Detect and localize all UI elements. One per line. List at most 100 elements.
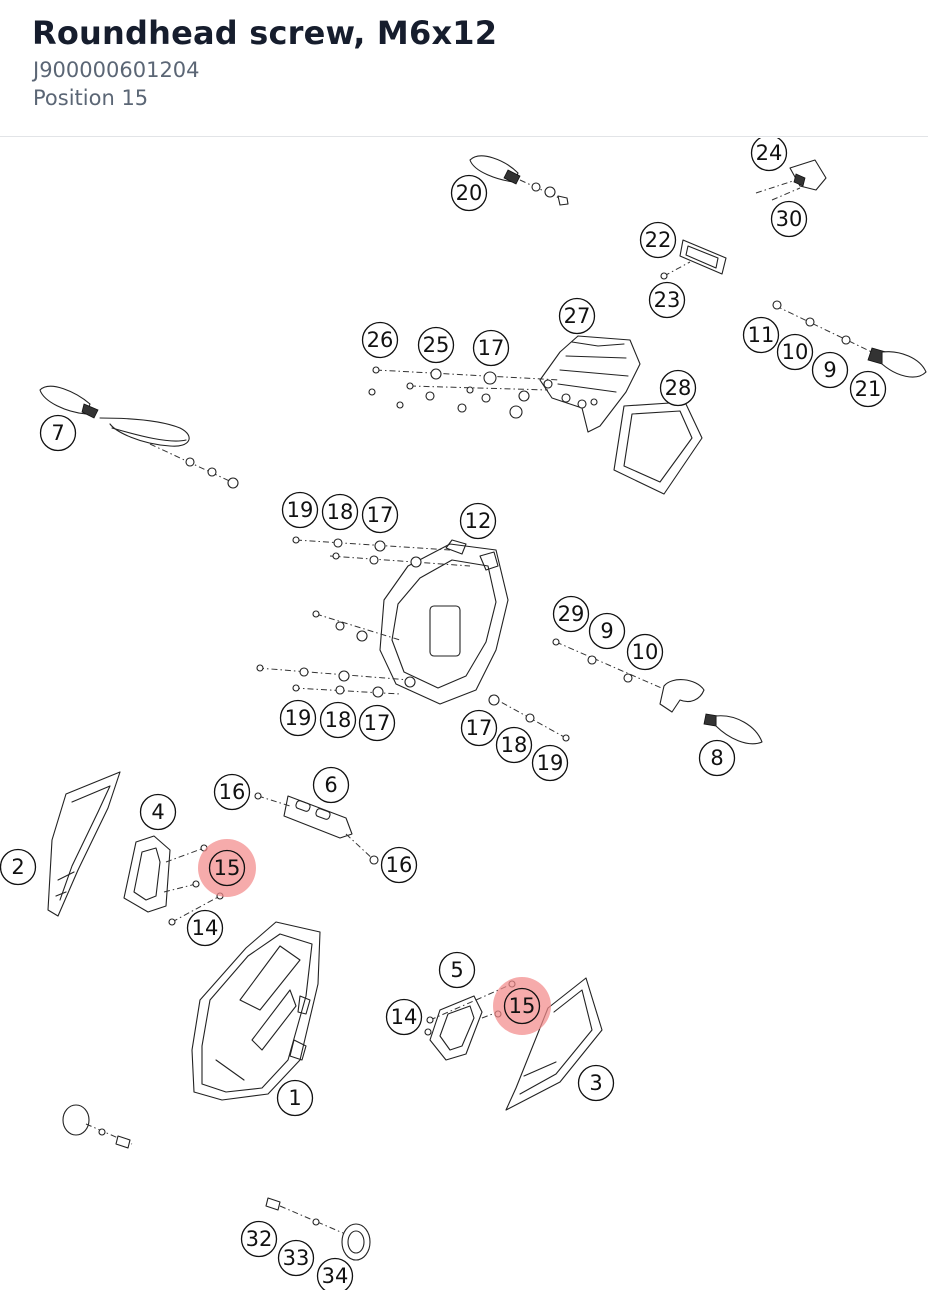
callout-15[interactable]: 15 xyxy=(503,987,541,1025)
svg-text:18: 18 xyxy=(327,500,354,524)
callout-23[interactable]: 23 xyxy=(648,281,686,319)
svg-text:14: 14 xyxy=(391,1005,418,1029)
callout-28[interactable]: 28 xyxy=(659,369,697,407)
callout-33[interactable]: 33 xyxy=(277,1239,315,1277)
svg-text:19: 19 xyxy=(287,498,314,522)
svg-text:26: 26 xyxy=(367,328,394,352)
part-1-headlight-drawing xyxy=(191,921,321,1101)
part-20-indicator-drawing xyxy=(469,155,569,206)
part-number: J900000601204 xyxy=(33,58,200,82)
part-2-left-panel-drawing xyxy=(47,771,121,917)
svg-text:17: 17 xyxy=(478,336,505,360)
callout-27[interactable]: 27 xyxy=(558,297,596,335)
callout-5[interactable]: 5 xyxy=(438,951,476,989)
svg-text:17: 17 xyxy=(367,503,394,527)
svg-text:12: 12 xyxy=(465,509,492,533)
svg-text:24: 24 xyxy=(756,141,783,165)
svg-text:23: 23 xyxy=(654,288,681,312)
callout-18[interactable]: 18 xyxy=(319,701,357,739)
callout-9[interactable]: 9 xyxy=(588,612,626,650)
part-position: Position 15 xyxy=(33,86,149,110)
callout-24[interactable]: 24 xyxy=(750,138,788,172)
callout-18[interactable]: 18 xyxy=(321,493,359,531)
exploded-parts-diagram: 20 24 30 22 23 27 26 25 17 11 10 9 21 28… xyxy=(0,138,927,1290)
callout-19[interactable]: 19 xyxy=(279,699,317,737)
svg-text:21: 21 xyxy=(855,377,882,401)
callout-17[interactable]: 17 xyxy=(358,704,396,742)
svg-text:9: 9 xyxy=(600,619,613,643)
callout-6[interactable]: 6 xyxy=(312,766,350,804)
callout-32[interactable]: 32 xyxy=(240,1220,278,1258)
callout-17[interactable]: 17 xyxy=(361,496,399,534)
svg-text:10: 10 xyxy=(782,340,809,364)
callout-22[interactable]: 22 xyxy=(639,221,677,259)
svg-text:19: 19 xyxy=(537,751,564,775)
part-27-tail-light-drawing xyxy=(368,335,641,433)
callout-9[interactable]: 9 xyxy=(811,351,849,389)
svg-text:32: 32 xyxy=(246,1227,273,1251)
callout-19[interactable]: 19 xyxy=(531,744,569,782)
svg-text:20: 20 xyxy=(456,181,483,205)
callout-29[interactable]: 29 xyxy=(552,595,590,633)
svg-text:11: 11 xyxy=(748,323,775,347)
svg-text:3: 3 xyxy=(589,1071,602,1095)
callout-7[interactable]: 7 xyxy=(39,414,77,452)
part-4-bracket-drawing xyxy=(123,835,224,926)
part-7-indicator-drawing xyxy=(39,385,239,489)
callout-16[interactable]: 16 xyxy=(213,773,251,811)
part-title: Roundhead screw, M6x12 xyxy=(32,14,498,52)
callout-11[interactable]: 11 xyxy=(742,316,780,354)
svg-text:17: 17 xyxy=(364,711,391,735)
callout-2[interactable]: 2 xyxy=(0,848,37,886)
svg-text:33: 33 xyxy=(283,1246,310,1270)
mount-bolt-drawing xyxy=(62,1104,133,1149)
part-28-frame-drawing xyxy=(613,401,703,495)
callout-14[interactable]: 14 xyxy=(385,998,423,1036)
callout-21[interactable]: 21 xyxy=(849,370,887,408)
svg-text:17: 17 xyxy=(466,716,493,740)
callout-20[interactable]: 20 xyxy=(450,174,488,212)
part-3-right-panel-drawing xyxy=(505,977,603,1111)
highlight-marker-15-right[interactable] xyxy=(493,977,551,1035)
svg-text:18: 18 xyxy=(325,708,352,732)
callout-16[interactable]: 16 xyxy=(380,846,418,884)
svg-text:15: 15 xyxy=(509,994,536,1018)
callout-30[interactable]: 30 xyxy=(770,200,808,238)
callout-25[interactable]: 25 xyxy=(417,326,455,364)
svg-text:28: 28 xyxy=(665,376,692,400)
callout-14[interactable]: 14 xyxy=(186,909,224,947)
callout-18[interactable]: 18 xyxy=(495,726,533,764)
part-8-indicator-drawing xyxy=(552,638,763,745)
callout-3[interactable]: 3 xyxy=(577,1064,615,1102)
callout-8[interactable]: 8 xyxy=(698,739,736,777)
svg-text:16: 16 xyxy=(219,780,246,804)
svg-text:18: 18 xyxy=(501,733,528,757)
svg-text:7: 7 xyxy=(51,421,64,445)
callout-17[interactable]: 17 xyxy=(472,329,510,367)
svg-text:2: 2 xyxy=(11,855,24,879)
svg-text:6: 6 xyxy=(324,773,337,797)
svg-text:22: 22 xyxy=(645,228,672,252)
callout-17[interactable]: 17 xyxy=(460,709,498,747)
part-header: Roundhead screw, M6x12 J900000601204 Pos… xyxy=(0,0,928,137)
callout-26[interactable]: 26 xyxy=(361,321,399,359)
callout-12[interactable]: 12 xyxy=(459,502,497,540)
part-6-bracket-drawing xyxy=(254,792,379,865)
highlight-marker-15-left[interactable] xyxy=(198,839,256,897)
callout-19[interactable]: 19 xyxy=(281,491,319,529)
svg-text:14: 14 xyxy=(192,916,219,940)
callout-15[interactable]: 15 xyxy=(208,849,246,887)
cap-assembly-drawing xyxy=(265,1197,371,1261)
callout-4[interactable]: 4 xyxy=(139,793,177,831)
callout-10[interactable]: 10 xyxy=(776,333,814,371)
part-12-subframe-drawing xyxy=(256,536,570,742)
svg-text:10: 10 xyxy=(632,640,659,664)
svg-text:25: 25 xyxy=(423,333,450,357)
svg-text:34: 34 xyxy=(322,1264,349,1288)
svg-text:9: 9 xyxy=(823,358,836,382)
callout-10[interactable]: 10 xyxy=(626,633,664,671)
svg-text:16: 16 xyxy=(386,853,413,877)
part-22-plate-light-drawing xyxy=(660,239,727,280)
callout-1[interactable]: 1 xyxy=(276,1079,314,1117)
callout-34[interactable]: 34 xyxy=(316,1257,354,1290)
